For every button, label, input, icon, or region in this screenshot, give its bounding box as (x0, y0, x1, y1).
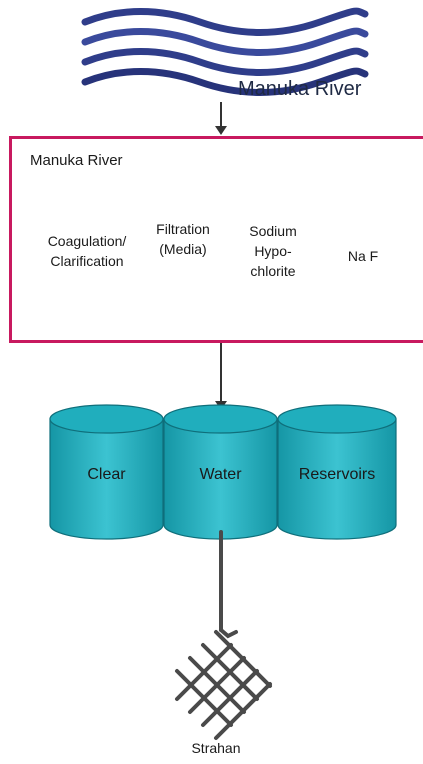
reservoir-cylinder (163, 404, 278, 540)
coagulation-label-line: Clarification (50, 253, 124, 269)
filtration-label-line: (Media) (159, 241, 207, 257)
reservoir-label-reservoirs: Reservoirs (298, 466, 376, 483)
reservoir-label-clear: Clear (87, 466, 126, 483)
coagulation-label-line: Coagulation/ (47, 233, 127, 249)
reservoir-cylinder (277, 404, 397, 540)
naf-label-line: Na F (347, 248, 379, 264)
distribution-network-icon (175, 530, 272, 740)
filtration-label: Filtration (Media) (136, 219, 230, 259)
sodium-label-line: Sodium (249, 223, 297, 239)
arrow-down-icon (215, 102, 227, 135)
sodium-label-line: chlorite (250, 263, 296, 279)
sodium-hypochlorite-label: Sodium Hypo- chlorite (229, 221, 317, 281)
sodium-fluoride-label: Na F (320, 246, 406, 266)
reservoir-cylinder (49, 404, 164, 540)
river-waves-icon (81, 7, 369, 96)
sodium-label-line: Hypo- (254, 243, 292, 259)
arrow-down-icon (215, 343, 227, 410)
destination-label: Strahan (191, 740, 241, 756)
treatment-plant-box (9, 136, 423, 343)
reservoir-label-water: Water (199, 466, 242, 483)
plant-label: Manuka River (30, 152, 123, 169)
coagulation-label: Coagulation/ Clarification (38, 231, 136, 271)
filtration-label-line: Filtration (156, 221, 210, 237)
source-label: Manuka River (238, 78, 362, 100)
